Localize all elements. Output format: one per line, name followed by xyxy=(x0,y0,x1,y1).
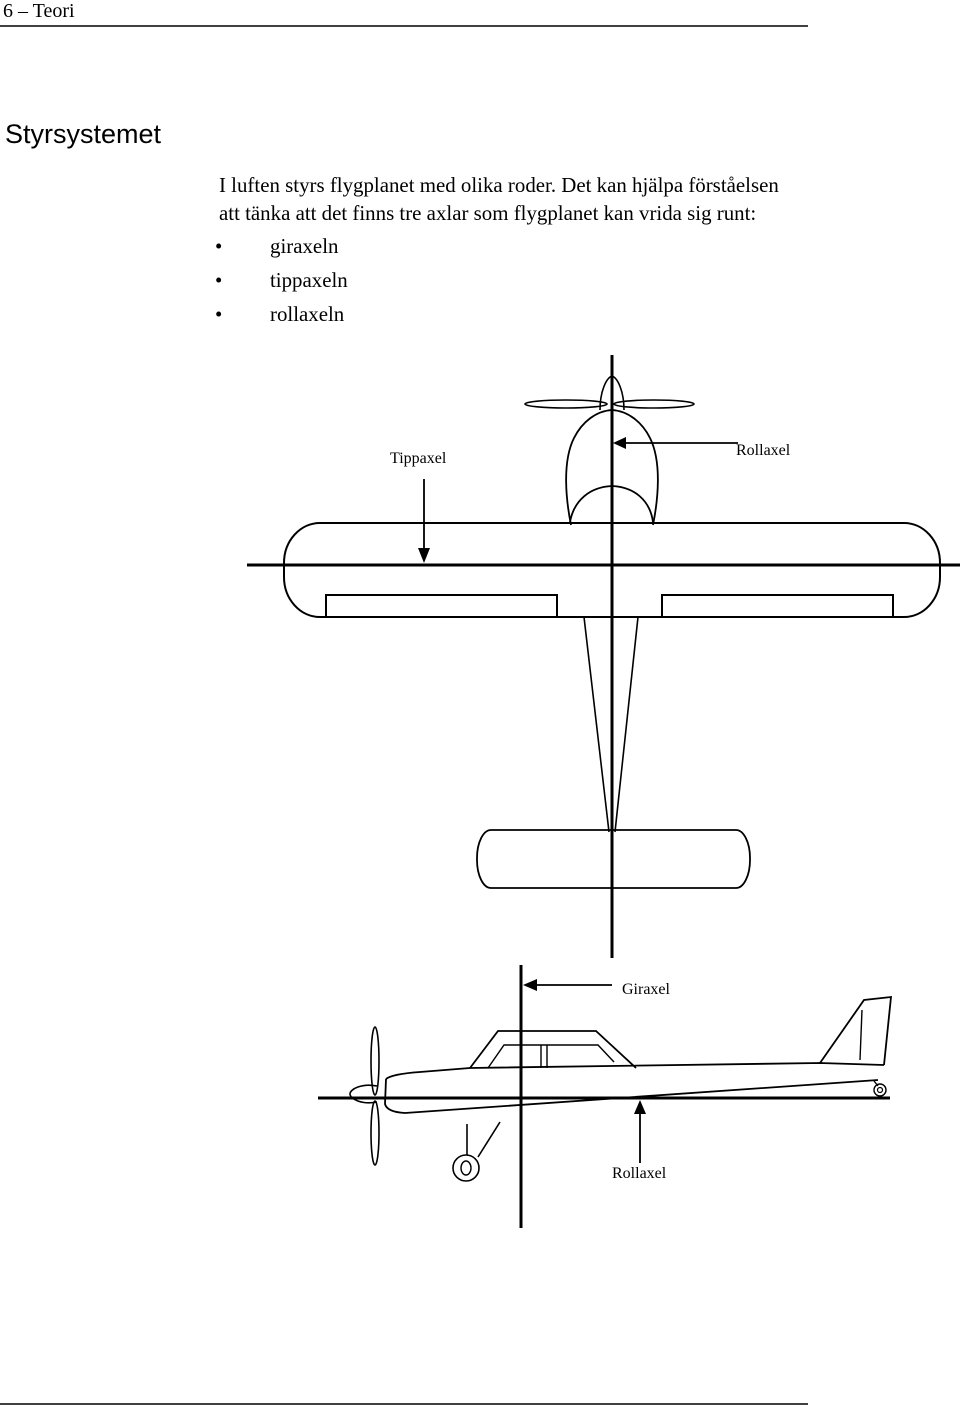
side-view-main-gear-brace xyxy=(477,1121,501,1158)
pitch-axis-label: Tippaxel xyxy=(390,450,447,467)
bullet-marker xyxy=(215,229,270,263)
bullet-marker xyxy=(215,297,270,331)
axes-list-item-text: tippaxeln xyxy=(270,268,348,292)
bullet-marker xyxy=(215,263,270,297)
top-view-propeller-blade-right xyxy=(613,399,695,409)
side-view-fuselage-bottom xyxy=(384,1078,879,1114)
pitch-axis-arrow xyxy=(418,479,430,563)
side-view-tail-fin xyxy=(819,995,893,1066)
side-view-propeller-blade-upper xyxy=(370,1026,380,1096)
side-view-rudder-hinge xyxy=(859,1009,863,1061)
top-roll-axis-arrowhead xyxy=(613,437,626,449)
side-view-cabin-window xyxy=(487,1044,615,1069)
top-view-fuselage-right-edge xyxy=(614,616,639,833)
yaw-axis-arrowhead xyxy=(523,979,537,991)
side-view-spinner xyxy=(349,1084,378,1104)
pitch-axis-arrowhead xyxy=(418,548,430,563)
top-view-propeller-blade-left xyxy=(524,399,608,409)
page-header: 6 – Teori xyxy=(3,0,75,22)
top-view-aileron-left xyxy=(325,594,558,618)
side-roll-axis-arrow xyxy=(634,1100,646,1163)
top-view-airplane xyxy=(247,355,960,958)
axes-list-item: rollaxeln xyxy=(215,297,348,331)
intro-line: att tänka att det finns tre axlar som fl… xyxy=(219,201,757,225)
top-view-aileron-right xyxy=(661,594,894,618)
axes-list-item-text: giraxeln xyxy=(270,234,339,258)
yaw-axis-label: Giraxel xyxy=(622,981,671,998)
intro-line: I luften styrs flygplanet med olika rode… xyxy=(219,173,779,197)
side-view-main-wheel-hub xyxy=(460,1160,472,1176)
side-view-fuselage-top xyxy=(385,1062,885,1080)
side-roll-axis-arrowhead xyxy=(634,1100,646,1114)
axes-list: giraxeln tippaxeln rollaxeln xyxy=(215,229,348,331)
top-roll-axis-arrow xyxy=(613,437,738,449)
side-view-cabin-canopy xyxy=(469,1030,637,1069)
axes-list-item-text: rollaxeln xyxy=(270,302,345,326)
side-roll-axis-label: Rollaxel xyxy=(612,1165,667,1182)
side-view-tail-wheel-hub xyxy=(876,1086,884,1094)
top-view-fuselage-left-edge xyxy=(583,616,610,833)
side-view-main-wheel xyxy=(452,1154,480,1182)
side-view-tail-wheel xyxy=(873,1083,887,1097)
axes-list-item: tippaxeln xyxy=(215,263,348,297)
axes-list-item: giraxeln xyxy=(215,229,348,263)
page-title: Styrsystemet xyxy=(5,119,162,149)
side-view-propeller-blade-lower xyxy=(370,1100,380,1166)
intro-paragraph: I luften styrs flygplanet med olika rode… xyxy=(219,171,779,227)
side-view-airplane xyxy=(318,965,893,1228)
yaw-axis-arrow xyxy=(523,979,612,991)
top-roll-axis-label: Rollaxel xyxy=(736,442,791,459)
